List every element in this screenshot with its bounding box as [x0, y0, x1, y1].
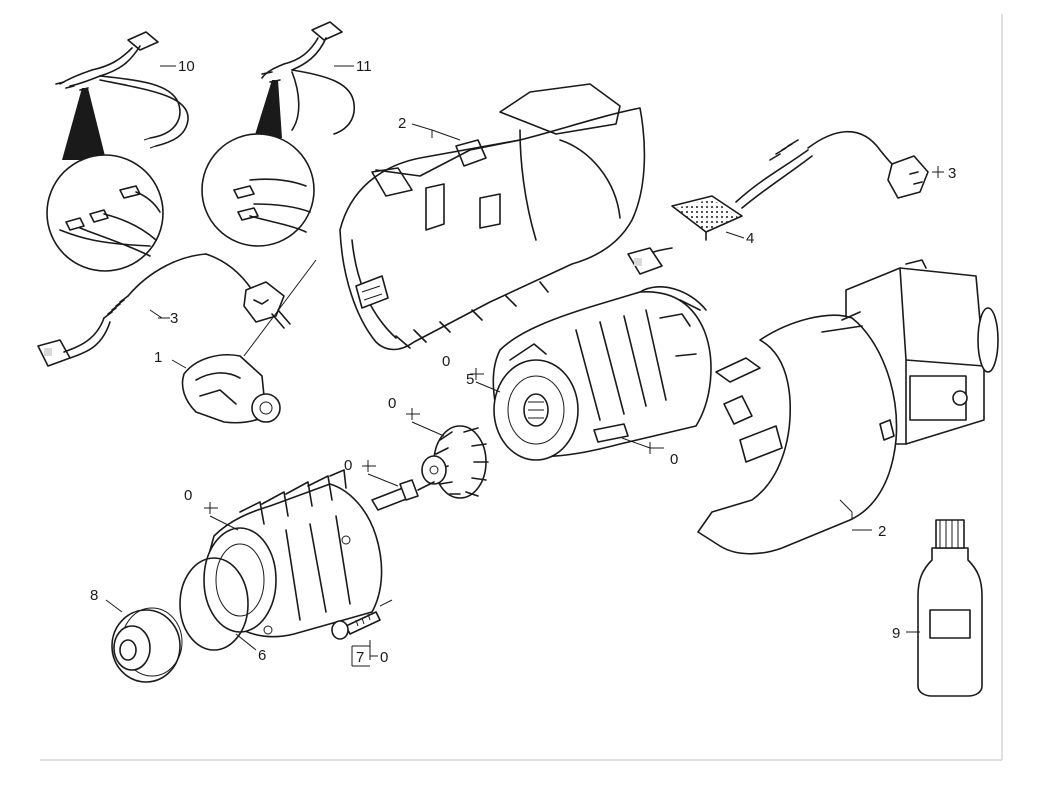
- label-2-top: 2: [398, 115, 406, 132]
- label-6: 6: [258, 647, 266, 664]
- part-10-cable-harness[interactable]: 10: [46, 31, 195, 272]
- part-11-cable-harness[interactable]: 11: [201, 21, 372, 247]
- part-10-zoom-wedge: [62, 88, 106, 160]
- label-0-screw: 0: [380, 649, 388, 666]
- part-0-shaft[interactable]: 0: [344, 457, 435, 511]
- label-0-motor-bottom: 0: [670, 451, 678, 468]
- label-3-left: 3: [170, 310, 178, 327]
- label-2-bottom: 2: [878, 523, 886, 540]
- label-0-shaft: 0: [344, 457, 352, 474]
- part-0-cylinder[interactable]: 0: [184, 469, 383, 638]
- part-11-detail-circle: [201, 133, 315, 247]
- part-8-flange[interactable]: 8: [90, 587, 183, 683]
- label-4: 4: [746, 230, 754, 247]
- part-1-switch[interactable]: 1: [154, 259, 317, 424]
- part-0-fan-rotor[interactable]: 0: [388, 395, 489, 499]
- label-0-motor-top: 0: [442, 353, 450, 370]
- label-0-cylinder: 0: [184, 487, 192, 504]
- part-3-mains-cable-left[interactable]: 3: [37, 253, 291, 367]
- part-5-motor[interactable]: 0 5 0: [442, 286, 712, 468]
- label-3-right: 3: [948, 165, 956, 182]
- part-11-zoom-wedge: [254, 80, 282, 138]
- part-2-upper-housing[interactable]: 2: [339, 83, 646, 351]
- label-11: 11: [356, 58, 372, 75]
- part-2-lower-housing[interactable]: 2: [697, 259, 999, 555]
- part-4-pcb[interactable]: 4: [627, 195, 754, 275]
- label-9: 9: [892, 625, 900, 642]
- part-9-oil-bottle[interactable]: 9: [892, 519, 983, 697]
- part-7-screw[interactable]: 7 0: [331, 599, 393, 667]
- label-0-fan: 0: [388, 395, 396, 412]
- part-3-mains-cable-right[interactable]: 3: [735, 130, 956, 209]
- label-7: 7: [356, 649, 364, 666]
- label-5: 5: [466, 371, 474, 388]
- label-1: 1: [154, 349, 162, 366]
- part-6-o-ring[interactable]: 6: [179, 557, 266, 664]
- label-8: 8: [90, 587, 98, 604]
- label-10: 10: [178, 58, 195, 75]
